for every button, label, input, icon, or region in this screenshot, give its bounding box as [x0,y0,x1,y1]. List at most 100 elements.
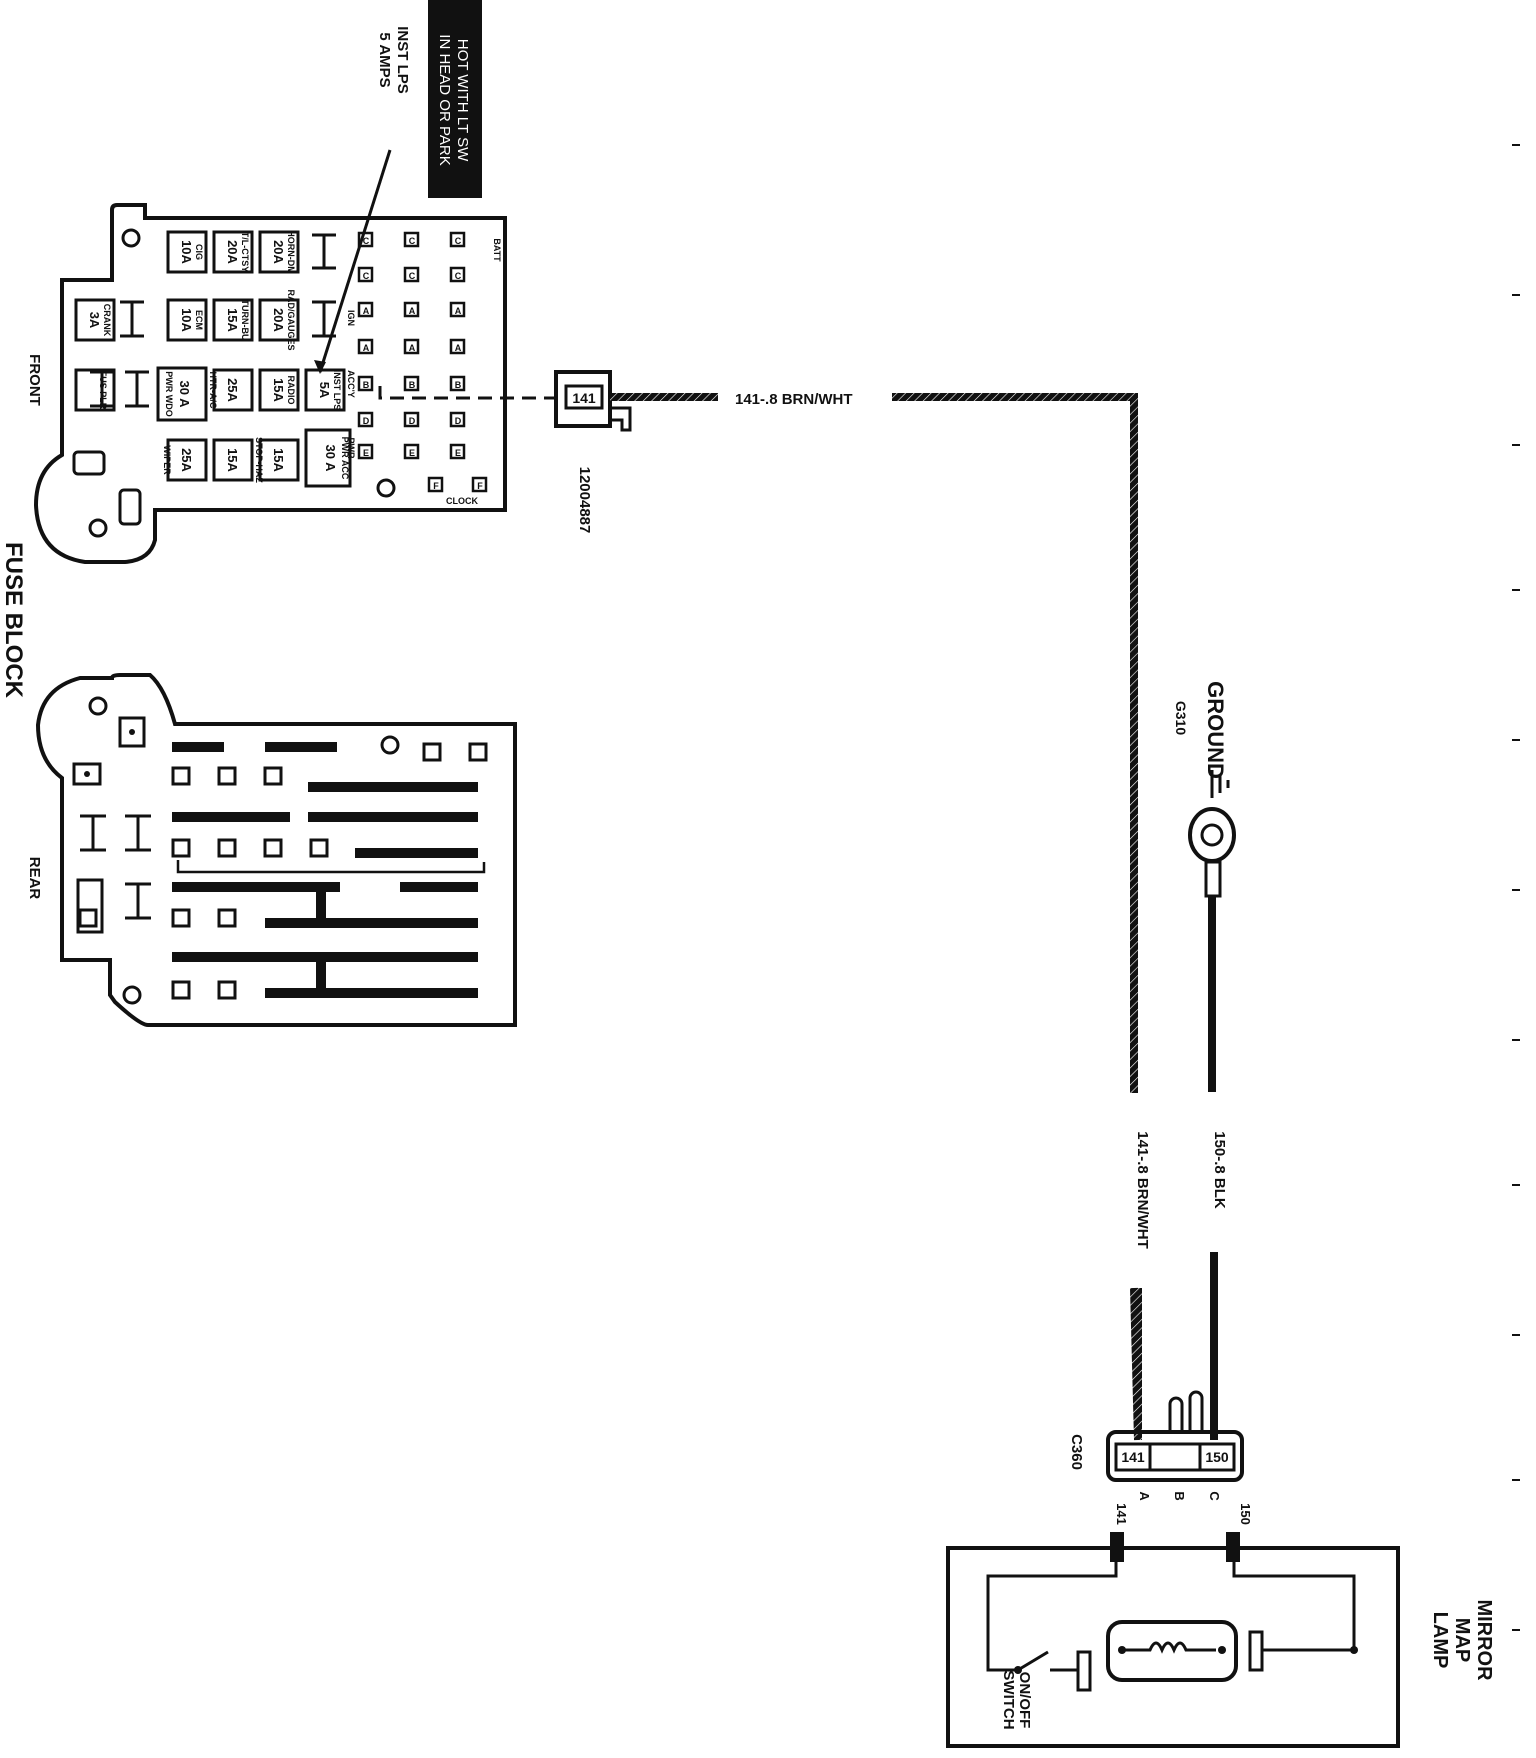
margin-ticks [1512,144,1520,1631]
bulb-filament-icon [1120,1641,1216,1654]
terminal-label: E [409,448,415,458]
front-fuse-block-outline [33,203,507,564]
on-off-label: ON/OFF [1016,1672,1033,1729]
rear-terminals [78,766,329,1000]
terminal-label: C [455,236,462,246]
connector-c360: C360 141 150 A B C 141 150 [1068,1390,1253,1525]
fuse-name: CRANK [102,304,112,337]
mirror-map-lamp: ON/OFF SWITCH MIRROR MAP LAMP [946,1532,1495,1748]
ring-terminal-icon [1188,807,1236,863]
c360-pin-150: 150 [1205,1449,1229,1465]
connector-part-number: 12004887 [576,467,593,534]
fuse-rating: 30 A [177,381,192,409]
wire-141-brn-wht: 141-.8 BRN/WHT 141-.8 BRN/WHT [610,391,1151,1441]
fuse-rating: 15A [225,308,240,332]
wire-141-top-label: 141-.8 BRN/WHT [735,391,853,408]
wire-150-vertical-label: 150-.8 BLK [1211,1131,1228,1209]
lamp-pin-141: 141 [1114,1503,1129,1525]
terminal-label: D [455,416,462,426]
terminal-label: C [363,271,370,281]
ground-symbol-icon [1210,770,1230,798]
fuse-row-4: 25A WIPER 15A 15A STOP-HAZ 30 A PWR ACC [162,428,352,488]
terminal-label: C [409,271,416,281]
rear-label: REAR [26,857,43,900]
fuse-rating: 15A [225,448,240,472]
fuse-name: FUS PLR [98,371,108,410]
wire-141-vertical-label: 141-.8 BRN/WHT [1134,1131,1151,1249]
terminal-label: C [363,236,370,246]
fuse-rating: 3A [87,312,102,329]
lamp-label: LAMP [1429,1612,1451,1669]
fuse-rating: 10A [179,240,194,264]
terminal-label: E [363,448,369,458]
terminal-label: D [409,416,416,426]
pwr-label: PWR [346,438,356,459]
wire-150-blk: 150-.8 BLK [1208,896,1228,1440]
terminal-grid: C C C C C C A A A A A A B B B D D D E E [346,231,502,506]
connector-pin-141: 141 [572,390,596,406]
fuse-name: HORN-DM [286,230,296,274]
c360-pin-141: 141 [1121,1449,1145,1465]
fuse-rating: 10A [179,308,194,332]
rear-bus-bars [172,742,478,998]
fuse-rating: 20A [271,240,286,264]
clock-label: CLOCK [446,496,478,506]
rear-mount-hole-3 [122,985,142,1005]
terminal-label: A [455,306,462,316]
pin-b-label: B [1172,1491,1187,1500]
terminal-label: F [477,481,483,491]
fuse-name: HTR-A/C [208,372,218,409]
fuse-rating: 20A [225,240,240,264]
fuse-row-3: FUS PLR 30 A PWR WDO 25A HTR-A/C 15A RAD… [74,366,346,422]
terminal-label: B [363,380,370,390]
terminal-label: B [455,380,462,390]
terminal-label: C [409,236,416,246]
fuse-rating: 15A [271,448,286,472]
front-mount-hole-1 [121,228,141,248]
ground-id-label: G310 [1173,701,1189,735]
inst-lps-label: INST LPS [394,26,411,94]
fuse-name: CIG [194,244,204,260]
five-amps-label: 5 AMPS [376,32,393,87]
in-head-or-park-label: IN HEAD OR PARK [436,34,453,165]
fuse-rating: 15A [271,378,286,402]
front-slot-1 [72,450,106,476]
fuse-name: RADIO [286,376,296,405]
terminal-label: F [433,481,439,491]
front-mount-hole-3 [88,518,108,538]
c360-label: C360 [1068,1434,1085,1470]
fuse-row-2: 3A CRANK 10A ECM 15A TURN-BU 20A RAD/GAU… [74,289,300,351]
fuse-row-1: 10A CIG 20A T/L-CTSY 20A HORN-DM [166,230,300,274]
on-off-switch-icon [1017,1650,1049,1672]
fuse-rating: 25A [179,448,194,472]
terminal-label: D [363,416,370,426]
empty-fuse-slots [90,233,336,408]
fuse-block-label: FUSE BLOCK [0,542,27,699]
front-mount-hole-2 [376,478,396,498]
switch-label: SWITCH [1000,1670,1017,1729]
fuse-name: STOP-HAZ [254,437,264,483]
rear-fuse-block [35,673,517,1027]
lamp-pin-150: 150 [1238,1503,1253,1525]
terminal-label: A [409,306,416,316]
fuse-name: WIPER [162,445,172,475]
rear-mount-hole-1 [88,696,108,716]
terminal-label: C [455,271,462,281]
ign-label: IGN [346,310,356,326]
terminal-label: B [409,380,416,390]
fuse-name: ECM [194,310,204,330]
fuse-name: TURN-BU [240,300,250,341]
fuse-name: PWR WDO [164,371,174,417]
fuse-rating: 30 A [323,445,338,473]
ground-label: GROUND [1203,681,1228,779]
pin-c-label: C [1207,1491,1222,1501]
mirror-label: MIRROR [1473,1599,1495,1681]
fuse-name: T/L-CTSY [240,232,250,273]
terminal-label: A [455,343,462,353]
fuse-name: INST LPS [332,370,342,411]
terminal-label: A [363,343,370,353]
terminal-label: A [409,343,416,353]
front-slot-2 [118,488,142,526]
fuse-name: PWR ACC [340,437,350,480]
